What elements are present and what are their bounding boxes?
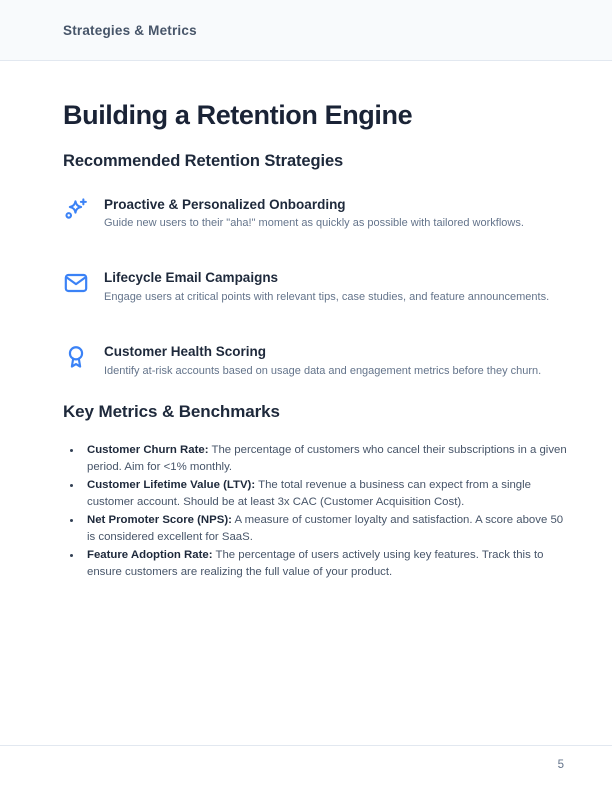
metric-term: Customer Lifetime Value (LTV): [87, 478, 256, 491]
list-item: Customer Churn Rate: The percentage of c… [70, 442, 571, 477]
sparkles-plus-icon [63, 197, 89, 223]
page-content: Building a Retention Engine Recommended … [0, 61, 612, 582]
strategy-title: Customer Health Scoring [104, 344, 267, 360]
metrics-heading: Key Metrics & Benchmarks [63, 401, 280, 421]
mail-icon [63, 270, 89, 296]
page-header: Strategies & Metrics [0, 0, 612, 61]
metric-definition: The total revenue a business can expect … [87, 478, 532, 509]
strategy-description: Engage users at critical points with rel… [104, 290, 550, 303]
metric-definition: The percentage of customers who cancel t… [87, 443, 567, 474]
strategy-title: Lifecycle Email Campaigns [104, 270, 279, 286]
strategy-item: Lifecycle Email Campaigns Engage users a… [63, 270, 571, 304]
metric-term: Net Promoter Score (NPS): [87, 513, 232, 526]
metrics-list: Customer Churn Rate: The percentage of c… [63, 442, 571, 582]
strategy-text: Lifecycle Email Campaigns Engage users a… [104, 270, 571, 304]
strategy-text: Proactive & Personalized Onboarding Guid… [104, 197, 571, 231]
strategy-text: Customer Health Scoring Identify at-risk… [104, 344, 571, 378]
award-icon [63, 344, 89, 370]
header-title: Strategies & Metrics [63, 22, 197, 38]
list-item: Net Promoter Score (NPS): A measure of c… [70, 512, 571, 547]
list-item: Customer Lifetime Value (LTV): The total… [70, 477, 571, 512]
list-item: Feature Adoption Rate: The percentage of… [70, 547, 571, 582]
page-title: Building a Retention Engine [63, 100, 413, 130]
strategy-description: Identify at-risk accounts based on usage… [104, 364, 542, 377]
page-number: 5 [557, 759, 564, 771]
strategy-item: Proactive & Personalized Onboarding Guid… [63, 197, 571, 231]
strategy-description: Guide new users to their "aha!" moment a… [104, 217, 524, 230]
footer-divider [0, 745, 612, 746]
metric-definition: The percentage of users actively using k… [87, 548, 544, 579]
metric-definition: A measure of customer loyalty and satisf… [87, 513, 564, 544]
strategies-list: Proactive & Personalized Onboarding Guid… [63, 197, 571, 378]
strategies-heading: Recommended Retention Strategies [63, 151, 344, 170]
strategy-title: Proactive & Personalized Onboarding [104, 196, 346, 212]
strategy-item: Customer Health Scoring Identify at-risk… [63, 344, 571, 378]
metric-term: Feature Adoption Rate: [87, 548, 213, 561]
metric-term: Customer Churn Rate: [87, 443, 209, 456]
